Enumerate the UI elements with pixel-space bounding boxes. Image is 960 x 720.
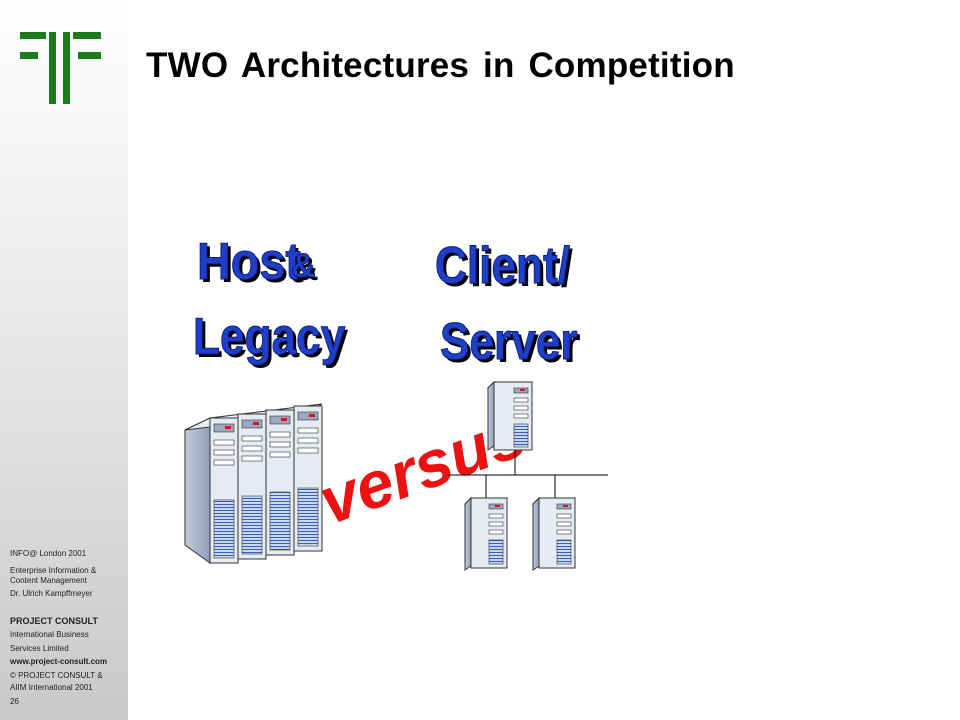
svg-text:&: &: [291, 247, 316, 285]
sidebar: INFO@ London 2001 Enterprise Information…: [0, 0, 128, 720]
slide-title: TWO Architectures in Competition: [146, 46, 735, 85]
svg-text:Client/: Client/: [438, 240, 573, 298]
svg-text:Legacy: Legacy: [196, 311, 348, 369]
mainframe-illustration: [184, 403, 323, 564]
footer-author: Dr. Ulrich Kampffmeyer: [10, 589, 93, 598]
svg-text:Server: Server: [440, 313, 578, 371]
footer-company: PROJECT CONSULT: [10, 616, 98, 626]
mainframe-cabinet: [265, 409, 295, 556]
svg-text:Server: Server: [443, 316, 581, 374]
mainframe-cabinet: [209, 417, 239, 564]
server-tower: [486, 380, 534, 451]
footer-topic-1: Enterprise Information &: [10, 566, 97, 575]
project-consult-logo: [20, 32, 101, 104]
svg-text:Client/: Client/: [435, 237, 570, 295]
host-legacy-heading: Host Host & & Legacy Legacy: [193, 232, 349, 369]
svg-text:Legacy: Legacy: [193, 308, 345, 366]
svg-text:Host: Host: [197, 233, 301, 291]
mainframe-cabinet: [293, 405, 323, 552]
client-tower: [531, 496, 577, 571]
footer-event: INFO@ London 2001: [10, 549, 87, 558]
footer-company-sub-1: International Business: [10, 630, 89, 639]
client-tower: [463, 496, 509, 571]
footer-copyright-2: AIIM International 2001: [10, 683, 93, 692]
footer-page-number: 26: [10, 697, 19, 706]
client-server-network: [448, 380, 608, 571]
footer-topic-2: Content Management: [10, 576, 87, 585]
mainframe-cabinet: [237, 413, 267, 560]
svg-text:Host: Host: [200, 236, 304, 294]
footer-company-sub-2: Services Limited: [10, 644, 69, 653]
footer-website[interactable]: www.project-consult.com: [10, 657, 108, 666]
svg-text:&: &: [294, 250, 319, 288]
footer-copyright-1: © PROJECT CONSULT &: [10, 671, 103, 680]
client-server-heading: Client/ Client/ Server Server: [435, 236, 581, 374]
